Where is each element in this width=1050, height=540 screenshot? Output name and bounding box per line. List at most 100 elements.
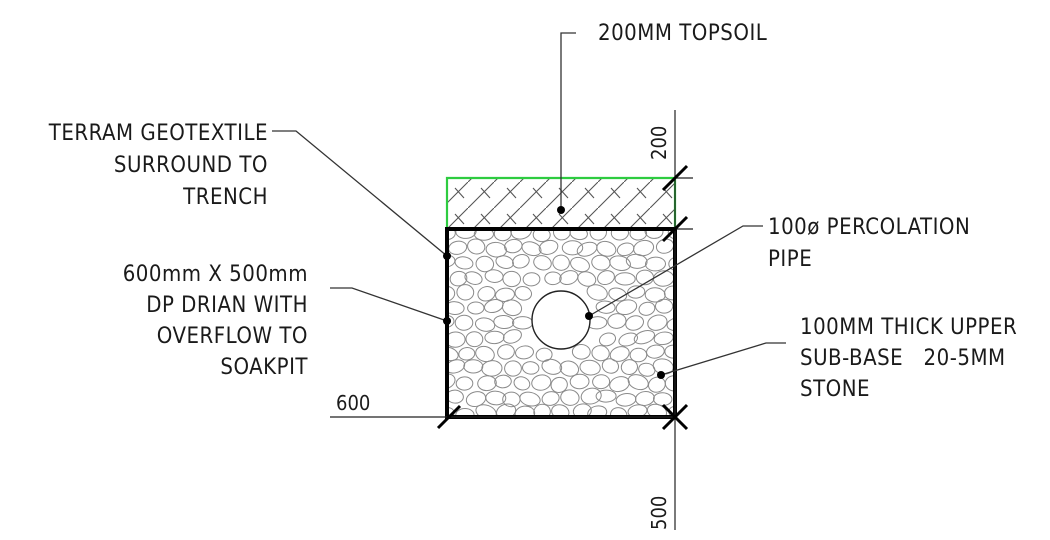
stone-shape <box>455 407 475 417</box>
stone-shape <box>633 330 656 345</box>
stone-shape <box>448 240 468 255</box>
stone-shape <box>580 387 602 405</box>
stone-shape <box>561 240 584 256</box>
stone-shape <box>533 255 552 271</box>
label-subbase-line: 100MM THICK UPPER <box>800 315 1017 340</box>
stone-shape <box>513 376 531 391</box>
stone-shape <box>512 316 534 330</box>
stone-shape <box>456 284 475 301</box>
stone-shape <box>676 391 694 405</box>
stone-shape <box>502 329 522 344</box>
stone-shape <box>625 253 648 269</box>
stone-shape <box>666 317 675 332</box>
stone-shape <box>501 299 523 317</box>
label-drain-line: 600mm X 500mm <box>123 262 308 287</box>
stone-shape <box>592 374 611 390</box>
stone-shape <box>467 301 485 315</box>
stone-shape <box>510 229 533 240</box>
stone-shape <box>535 347 553 362</box>
label-topsoil: 200MM TOPSOIL <box>598 21 767 46</box>
stone-shape <box>609 346 630 362</box>
label-pipe-line: PIPE <box>768 247 812 272</box>
stone-shape <box>615 393 637 407</box>
stone-shape <box>514 286 533 301</box>
stone-shape <box>504 360 522 377</box>
stone-shape <box>484 269 504 283</box>
stone-shape <box>560 389 580 406</box>
stone-shape <box>609 376 630 393</box>
stone-shape <box>571 343 591 360</box>
stone-shape <box>473 229 494 241</box>
stone-shape <box>502 270 521 288</box>
stone-shape <box>638 301 656 316</box>
stone-shape <box>455 376 474 391</box>
stone-shape <box>569 373 590 390</box>
stone-shape <box>454 314 474 331</box>
stone-shape <box>598 332 617 347</box>
stone-shape <box>633 239 655 257</box>
stone-shape <box>625 315 645 331</box>
stone-shape <box>646 403 668 417</box>
stone-shape <box>595 300 616 314</box>
stone-shape <box>447 331 466 348</box>
stone-shape <box>493 314 515 330</box>
stone-shape <box>522 361 540 375</box>
stone-shape <box>497 344 515 360</box>
stone-shape <box>477 286 496 302</box>
stone-shape <box>533 403 551 417</box>
leader-lines <box>272 32 786 379</box>
stone-shape <box>655 298 674 314</box>
label-drain-line: OVERFLOW TO <box>157 324 308 349</box>
stone-shape <box>484 330 505 345</box>
dim-topsoil-depth: 200 <box>647 126 671 160</box>
label-subbase-line: STONE <box>800 377 870 402</box>
stone-shape <box>512 254 530 269</box>
stone-shape <box>569 229 588 241</box>
stone-shape <box>674 329 675 344</box>
label-pipe: 100ø PERCOLATION PIPE <box>768 215 970 272</box>
stone-shape <box>519 391 541 407</box>
stone-shape <box>484 298 504 314</box>
stone-shape <box>648 376 666 393</box>
stone-shape <box>645 256 666 272</box>
stone-shape <box>447 254 456 268</box>
stone-shape <box>481 360 503 377</box>
stone-shape <box>559 270 579 286</box>
stone-shape <box>620 359 638 376</box>
stone-shape <box>475 255 495 273</box>
stone-shape <box>477 375 497 392</box>
stone-shape <box>572 403 592 417</box>
stone-shape <box>522 272 541 287</box>
label-geotextile-line: TRENCH <box>182 185 268 210</box>
label-pipe-line: 100ø PERCOLATION <box>768 215 970 240</box>
stone-shape <box>570 256 590 273</box>
stone-shape <box>465 391 487 408</box>
stone-shape <box>538 239 559 255</box>
stone-shape <box>627 374 649 391</box>
stone-shape <box>635 269 655 286</box>
stone-shape <box>494 374 512 389</box>
stone-shape <box>474 317 496 332</box>
stone-shape <box>552 254 570 271</box>
stone-shape <box>663 285 675 301</box>
stone-shape <box>638 362 656 377</box>
stone-shape <box>674 301 694 318</box>
label-drain: 600mm X 500mm DP DRIAN WITH OVERFLOW TO … <box>123 262 308 380</box>
stone-shape <box>465 331 484 348</box>
stone-shape <box>595 389 617 403</box>
label-subbase: 100MM THICK UPPER SUB-BASE 20-5MM STONE <box>800 315 1017 402</box>
label-drain-line: SOAKPIT <box>220 355 308 380</box>
stone-shape <box>447 285 456 303</box>
stone-shape <box>504 238 523 254</box>
dim-trench-depth: 500 <box>647 496 671 530</box>
label-geotextile: TERRAM GEOTEXTILE SURROUND TO TRENCH <box>48 121 268 210</box>
stone-shape <box>597 270 615 286</box>
stone-shape <box>653 331 674 346</box>
stone-shape <box>551 404 570 417</box>
stone-shape <box>467 238 486 255</box>
stone-shape <box>447 314 455 329</box>
stone-shape <box>667 229 675 240</box>
stone-shape <box>544 271 562 286</box>
stone-shape <box>653 392 673 407</box>
